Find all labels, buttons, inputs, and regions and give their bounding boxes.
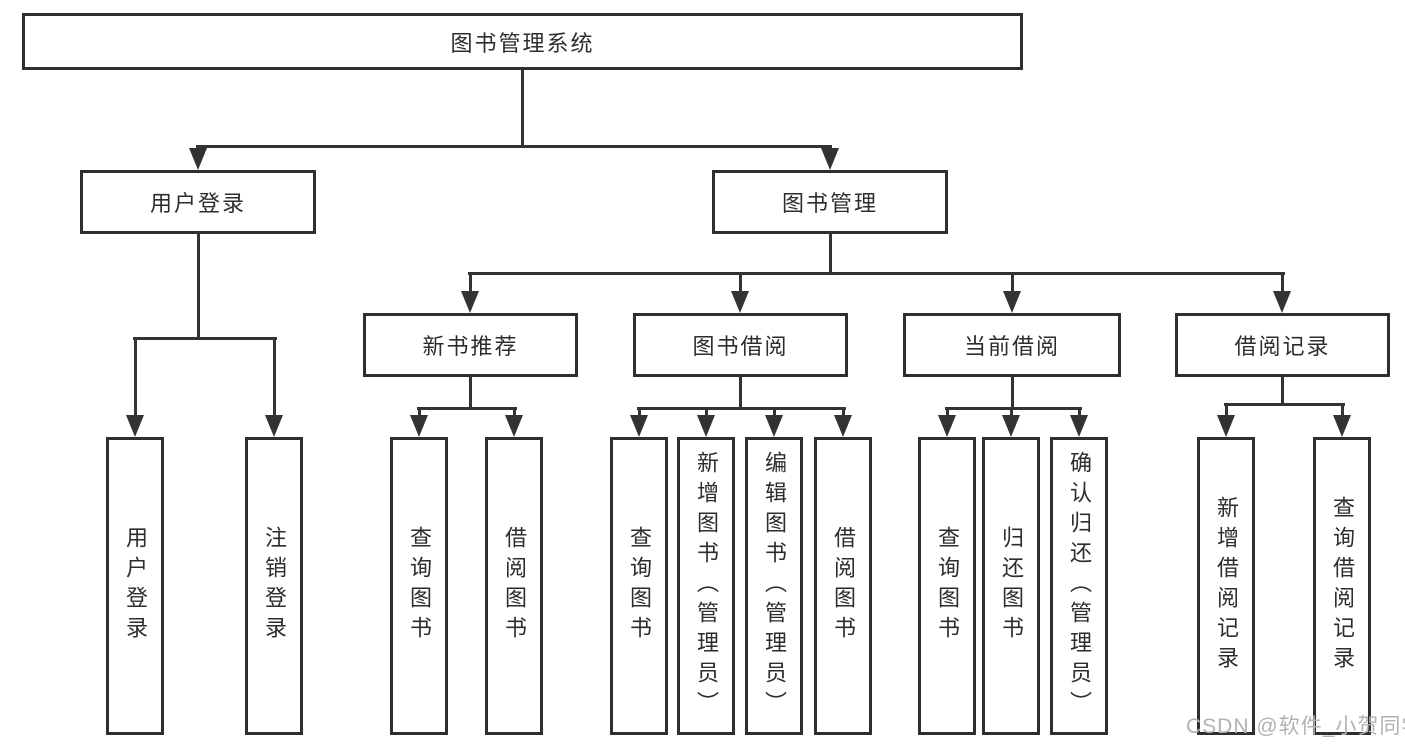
arrow-shaft-line (512, 407, 516, 419)
node-new-book-recommendation: 新书推荐 (363, 313, 578, 377)
arrow-down-icon (697, 415, 715, 437)
node-label: 新增借阅记录 (1214, 496, 1239, 676)
arrow-down-icon (265, 415, 283, 437)
node-query-books-borrow: 查询图书 (610, 437, 668, 735)
arrow-down-icon (126, 415, 144, 437)
node-label: 注销登录 (262, 526, 287, 646)
connector-vertical-line (1010, 376, 1014, 409)
arrow-down-icon (461, 291, 479, 313)
node-current-borrowing: 当前借阅 (903, 313, 1121, 377)
connector-horizontal-line (417, 407, 517, 410)
arrow-shaft-line (1009, 407, 1013, 419)
node-user-login: 用户登录 (80, 170, 316, 234)
node-label: 借阅图书 (502, 526, 527, 646)
node-user-login-action: 用户登录 (106, 437, 164, 735)
node-label: 图书管理 (781, 191, 878, 216)
node-label: 图书借阅 (692, 334, 789, 359)
node-label: 当前借阅 (963, 334, 1060, 359)
arrow-shaft-line (1224, 403, 1228, 418)
node-label: 图书管理系统 (450, 30, 595, 56)
connector-horizontal-line (1224, 403, 1345, 406)
arrow-down-icon (731, 291, 749, 313)
arrow-shaft-line (738, 272, 742, 294)
arrow-shaft-line (133, 337, 137, 419)
csdn-watermark: CSDN @软件_小贺同学 (1186, 715, 1405, 738)
arrow-shaft-line (1010, 272, 1014, 294)
arrow-down-icon (1217, 415, 1235, 437)
arrow-down-icon (410, 415, 428, 437)
node-label: 确认归还（管理员） (1067, 451, 1092, 721)
node-confirm-return-admin: 确认归还（管理员） (1050, 437, 1108, 735)
arrow-shaft-line (704, 407, 708, 419)
node-label: 借阅图书 (831, 526, 856, 646)
node-edit-books-admin: 编辑图书（管理员） (745, 437, 803, 735)
node-label: 借阅记录 (1234, 334, 1331, 359)
node-label: 查询借阅记录 (1330, 496, 1355, 676)
node-borrow-books-recommend: 借阅图书 (485, 437, 543, 735)
connector-horizontal-line (637, 407, 846, 410)
node-label: 编辑图书（管理员） (762, 451, 787, 721)
connector-vertical-line (196, 233, 200, 337)
connector-vertical-line (468, 376, 472, 409)
arrow-shaft-line (772, 407, 776, 419)
arrow-shaft-line (841, 407, 845, 419)
arrow-down-icon (630, 415, 648, 437)
node-query-books-recommend: 查询图书 (390, 437, 448, 735)
arrow-shaft-line (1280, 272, 1284, 294)
node-book-borrowing: 图书借阅 (633, 313, 848, 377)
arrow-down-icon (1273, 291, 1291, 313)
node-return-books: 归还图书 (982, 437, 1040, 735)
arrow-down-icon (834, 415, 852, 437)
connector-horizontal-line (945, 407, 1082, 410)
node-label: 新书推荐 (422, 334, 519, 359)
node-label: 用户登录 (149, 191, 246, 216)
arrow-down-icon (1070, 415, 1088, 437)
node-label: 用户登录 (123, 526, 148, 646)
node-query-books-current: 查询图书 (918, 437, 976, 735)
connector-vertical-line (828, 233, 832, 274)
node-label: 查询图书 (627, 526, 652, 646)
node-label: 查询图书 (407, 526, 432, 646)
arrow-down-icon (765, 415, 783, 437)
node-book-management: 图书管理 (712, 170, 948, 234)
connector-vertical-line (738, 376, 742, 409)
node-logout: 注销登录 (245, 437, 303, 735)
arrow-shaft-line (1340, 403, 1344, 418)
node-borrowing-records: 借阅记录 (1175, 313, 1390, 377)
arrow-down-icon (1003, 291, 1021, 313)
arrow-shaft-line (1077, 407, 1081, 419)
node-add-borrow-record: 新增借阅记录 (1197, 437, 1255, 735)
arrow-down-icon (938, 415, 956, 437)
connector-vertical-line (520, 69, 524, 145)
arrow-down-icon (189, 148, 207, 170)
node-library-management-system: 图书管理系统 (22, 13, 1023, 70)
connector-vertical-line (1280, 376, 1284, 405)
node-query-borrow-record: 查询借阅记录 (1313, 437, 1371, 735)
arrow-down-icon (1002, 415, 1020, 437)
node-label: 查询图书 (935, 526, 960, 646)
connector-horizontal-line (133, 337, 277, 340)
node-add-books-admin: 新增图书（管理员） (677, 437, 735, 735)
node-label: 新增图书（管理员） (694, 451, 719, 721)
connector-horizontal-line (468, 272, 1285, 275)
arrow-shaft-line (417, 407, 421, 419)
arrow-shaft-line (468, 272, 472, 294)
node-label: 归还图书 (999, 526, 1024, 646)
arrow-down-icon (1333, 415, 1351, 437)
arrow-shaft-line (945, 407, 949, 419)
arrow-shaft-line (637, 407, 641, 419)
node-borrow-books: 借阅图书 (814, 437, 872, 735)
arrow-down-icon (821, 148, 839, 170)
connector-horizontal-line (196, 145, 832, 148)
arrow-shaft-line (272, 337, 276, 419)
arrow-down-icon (505, 415, 523, 437)
